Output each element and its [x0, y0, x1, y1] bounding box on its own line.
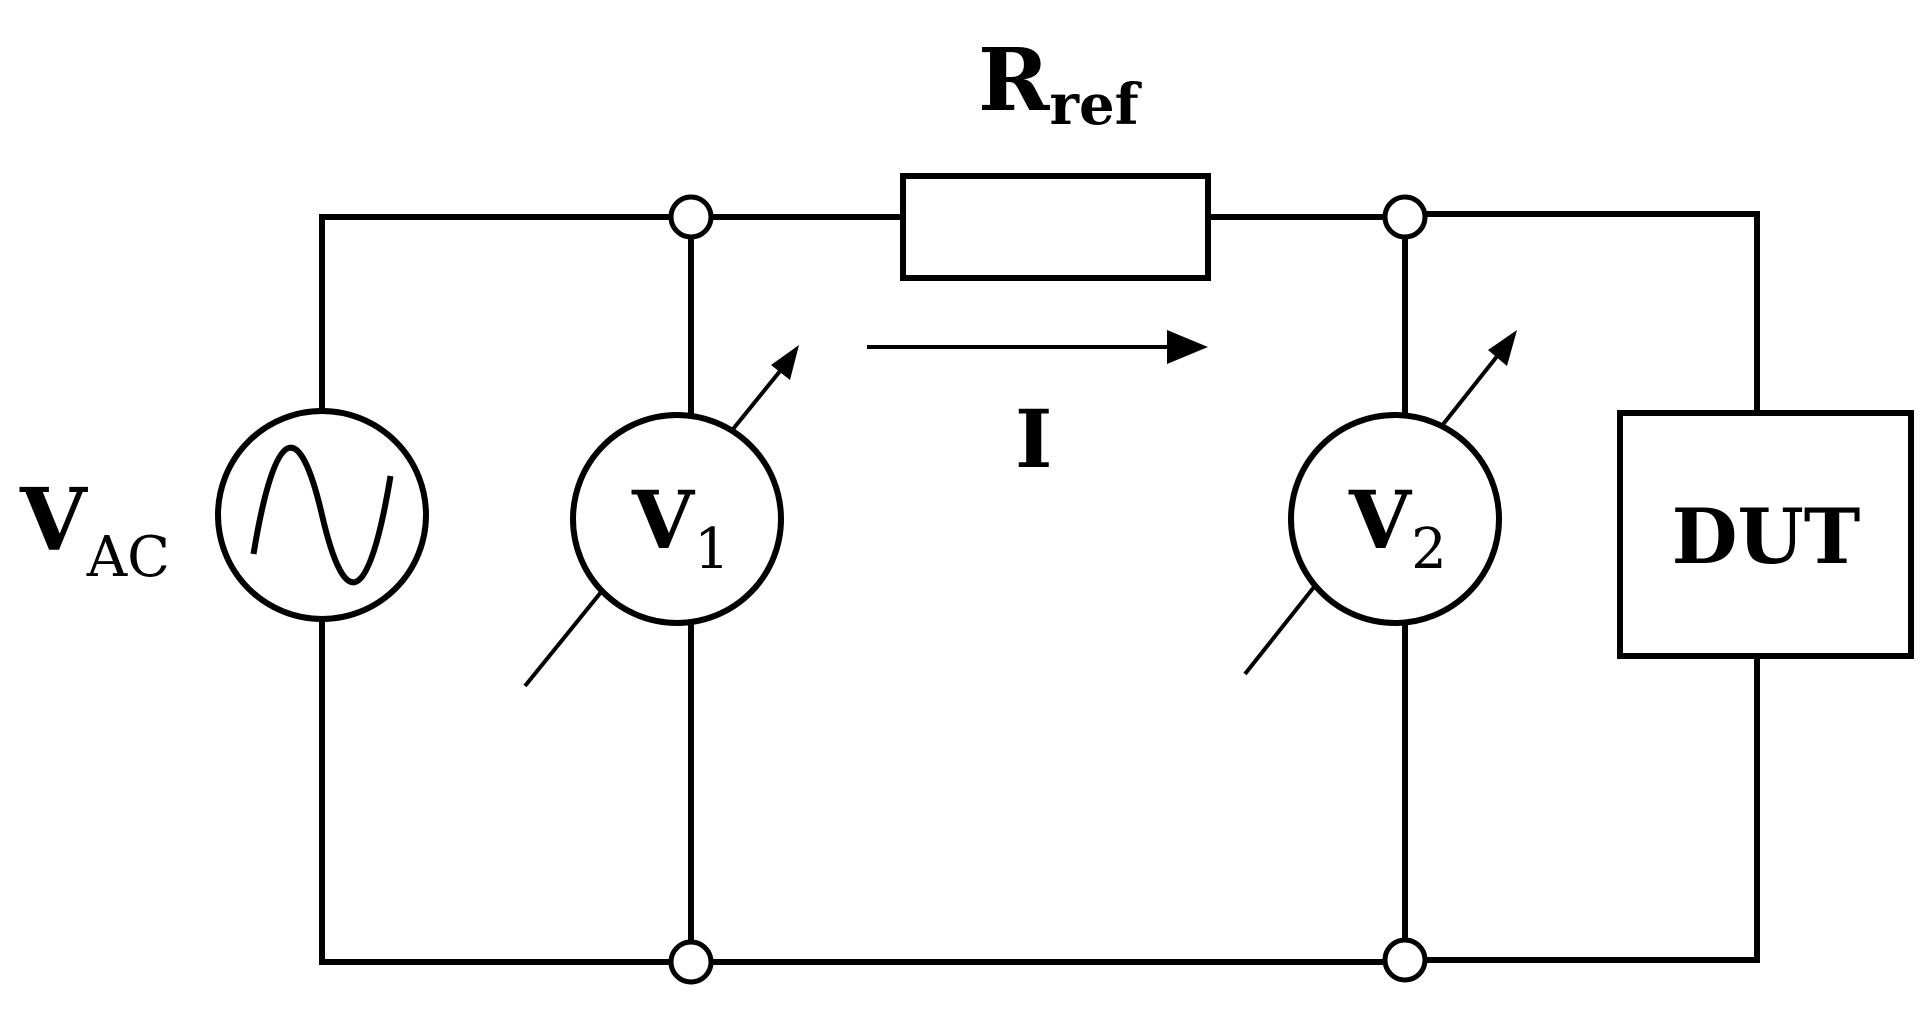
meter2-label-sub: 2 — [1411, 517, 1447, 582]
current-label: I — [1015, 392, 1052, 486]
wires — [319, 211, 1760, 965]
meter1-indicator-arrowhead — [771, 345, 799, 380]
dut-label: DUT — [1672, 492, 1861, 581]
meter2-label: V2 — [1348, 473, 1447, 582]
sine-wave-icon — [250, 444, 394, 586]
meter2-indicator-arrowhead — [1488, 330, 1517, 366]
terminals — [668, 194, 1428, 985]
resistor-label-sub: ref — [1049, 72, 1142, 138]
terminal-top-left — [668, 194, 714, 240]
source-label-sub: AC — [86, 525, 170, 590]
terminal-top-right — [1382, 194, 1428, 240]
resistor-label: Rref — [978, 30, 1143, 138]
terminal-bottom-right — [1382, 937, 1428, 983]
source-label-main: V — [19, 470, 88, 571]
terminal-bottom-left — [668, 939, 714, 985]
current-arrowhead — [1167, 330, 1208, 364]
meter1-label-main: V — [631, 473, 696, 567]
meter1-label: V1 — [631, 473, 730, 582]
reference-resistor — [900, 173, 1211, 281]
source-label: VAC — [19, 470, 170, 590]
resistor-label-main: R — [978, 30, 1050, 131]
meter1-label-sub: 1 — [694, 517, 730, 582]
meter2-label-main: V — [1348, 473, 1413, 567]
voltmeter-2 — [1288, 412, 1502, 626]
voltmeter-1 — [570, 412, 784, 626]
dut-box — [1617, 410, 1914, 659]
